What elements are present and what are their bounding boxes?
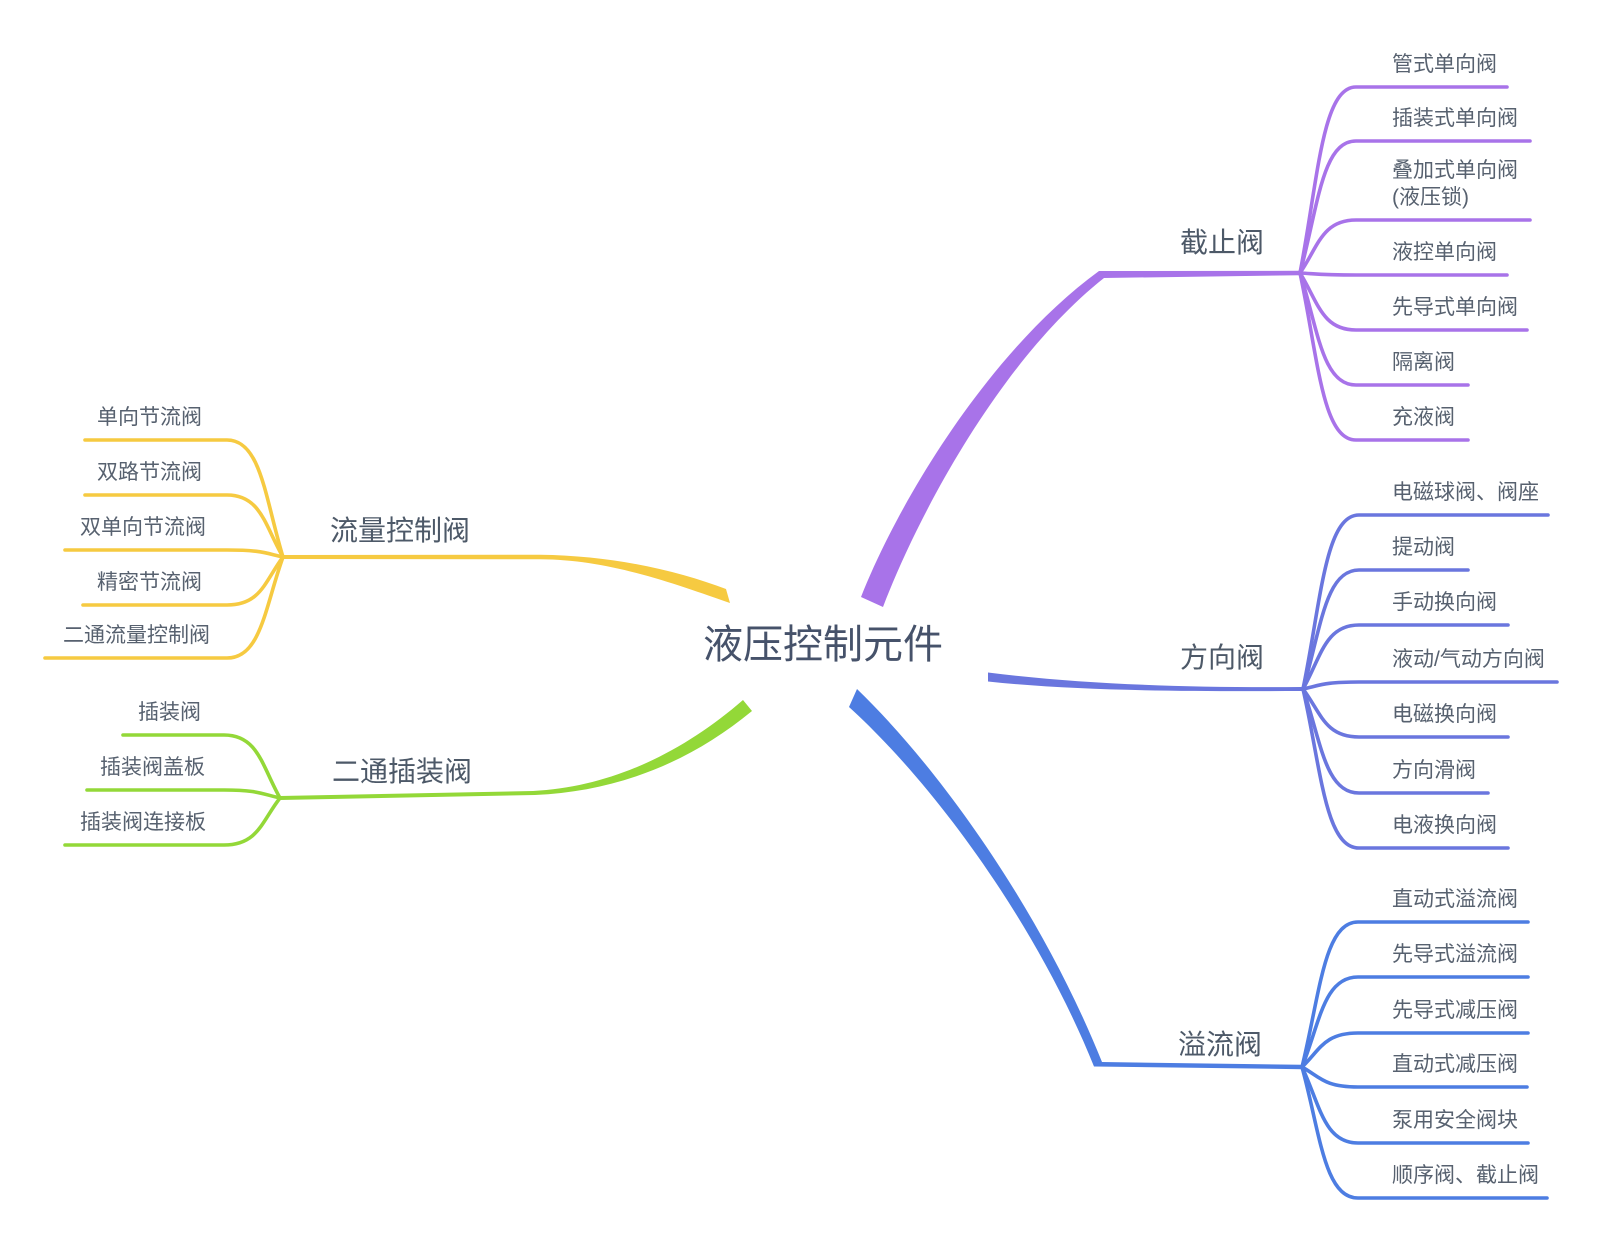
child-connector bbox=[1298, 139, 1532, 275]
child-topic[interactable]: 精密节流阀 bbox=[97, 571, 202, 594]
branch-label-stop-valve[interactable]: 截止阀 bbox=[1180, 227, 1265, 258]
child-connector bbox=[1301, 687, 1510, 739]
branch-label-cartridge-valve[interactable]: 二通插装阀 bbox=[332, 756, 473, 787]
child-topic[interactable]: 先导式溢流阀 bbox=[1392, 943, 1518, 966]
child-topic[interactable]: 电磁球阀、阀座 bbox=[1392, 481, 1539, 504]
branch-group-cartridge-valve bbox=[63, 700, 752, 847]
child-topic[interactable]: 手动换向阀 bbox=[1392, 591, 1497, 614]
child-topic[interactable]: 电液换向阀 bbox=[1392, 814, 1497, 837]
branch-group-relief-valve bbox=[849, 689, 1549, 1200]
child-topic[interactable]: 顺序阀、截止阀 bbox=[1392, 1164, 1539, 1187]
child-topic[interactable]: 直动式溢流阀 bbox=[1392, 888, 1518, 911]
child-topic[interactable]: 双单向节流阀 bbox=[80, 516, 206, 539]
child-topic[interactable]: 提动阀 bbox=[1392, 536, 1455, 559]
child-connector bbox=[1301, 513, 1550, 691]
child-topic[interactable]: 先导式减压阀 bbox=[1392, 999, 1518, 1022]
child-topic[interactable]: 插装阀盖板 bbox=[100, 756, 205, 779]
child-connector bbox=[1298, 271, 1509, 277]
child-topic[interactable]: 充液阀 bbox=[1392, 406, 1455, 429]
child-topic[interactable]: 单向节流阀 bbox=[97, 406, 202, 429]
child-connector bbox=[43, 555, 285, 660]
main-branch-connector bbox=[988, 672, 1302, 692]
child-connector bbox=[1300, 1065, 1549, 1200]
child-topic[interactable]: 直动式减压阀 bbox=[1392, 1053, 1518, 1076]
main-branch-connector bbox=[280, 700, 752, 800]
child-connector bbox=[1301, 687, 1510, 850]
child-topic[interactable]: 叠加式单向阀 (液压锁) bbox=[1392, 159, 1518, 209]
child-connector bbox=[1301, 568, 1470, 691]
child-topic[interactable]: 液动/气动方向阀 bbox=[1392, 648, 1545, 671]
child-connector bbox=[1298, 85, 1509, 275]
child-connector bbox=[83, 438, 285, 559]
branch-group-flow-control-valve bbox=[43, 438, 730, 660]
branch-group-directional-valve bbox=[988, 513, 1559, 850]
child-connector bbox=[1300, 975, 1530, 1069]
child-connector bbox=[1298, 218, 1532, 275]
child-connector bbox=[81, 555, 285, 607]
central-topic[interactable]: 液压控制元件 bbox=[703, 623, 943, 667]
child-connector bbox=[1298, 271, 1470, 442]
child-topic[interactable]: 隔离阀 bbox=[1392, 351, 1455, 374]
child-topic[interactable]: 方向滑阀 bbox=[1392, 759, 1476, 782]
child-connector bbox=[1300, 1031, 1530, 1069]
main-branch-connector bbox=[849, 689, 1302, 1070]
child-topic[interactable]: 先导式单向阀 bbox=[1392, 296, 1518, 319]
main-branch-connector bbox=[283, 554, 730, 603]
child-connector bbox=[85, 788, 282, 800]
child-topic[interactable]: 液控单向阀 bbox=[1392, 241, 1497, 264]
child-topic[interactable]: 双路节流阀 bbox=[97, 461, 202, 484]
child-connector bbox=[1301, 687, 1490, 795]
child-connector bbox=[121, 733, 282, 800]
child-topic[interactable]: 泵用安全阀块 bbox=[1392, 1109, 1518, 1132]
child-topic[interactable]: 管式单向阀 bbox=[1392, 53, 1497, 76]
child-connector bbox=[83, 493, 285, 559]
child-connector bbox=[63, 796, 282, 847]
child-connector bbox=[1300, 920, 1530, 1069]
child-connector bbox=[1300, 1065, 1530, 1145]
child-connector bbox=[1300, 1065, 1529, 1089]
branch-group-stop-valve bbox=[861, 85, 1532, 607]
child-connector bbox=[1301, 680, 1559, 691]
child-connector bbox=[1298, 271, 1529, 332]
main-branch-connector bbox=[861, 270, 1300, 607]
child-topic[interactable]: 插装阀 bbox=[138, 701, 201, 724]
child-connector bbox=[63, 548, 285, 559]
branch-label-relief-valve[interactable]: 溢流阀 bbox=[1178, 1029, 1263, 1060]
child-topic[interactable]: 二通流量控制阀 bbox=[63, 624, 210, 647]
child-topic[interactable]: 电磁换向阀 bbox=[1392, 703, 1497, 726]
branch-label-flow-control-valve[interactable]: 流量控制阀 bbox=[330, 515, 471, 546]
branch-label-directional-valve[interactable]: 方向阀 bbox=[1180, 642, 1265, 673]
child-topic[interactable]: 插装式单向阀 bbox=[1392, 107, 1518, 130]
child-connector bbox=[1301, 623, 1510, 691]
child-connector bbox=[1298, 271, 1470, 387]
child-topic[interactable]: 插装阀连接板 bbox=[80, 811, 206, 834]
